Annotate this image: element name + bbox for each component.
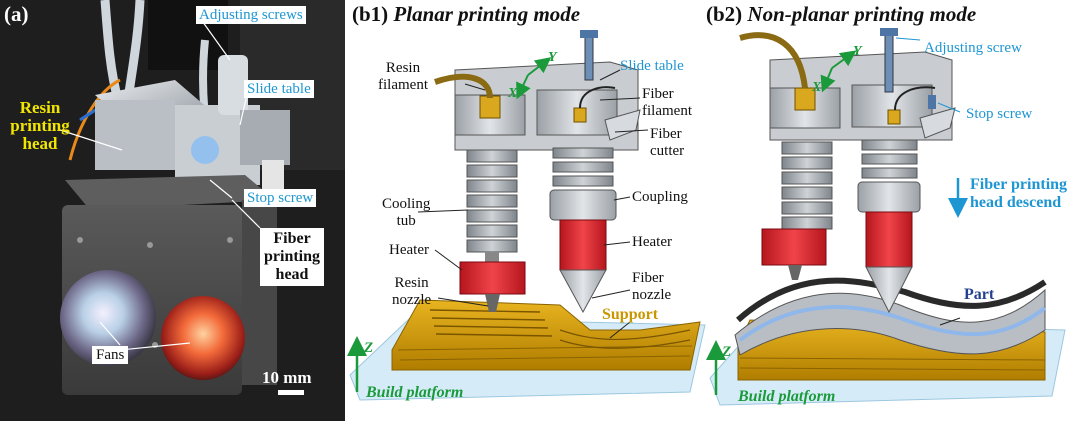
label-axis-z-b2: Z bbox=[722, 344, 732, 360]
photo-panel-a: (a) Adjusting screws Slide table Stop sc… bbox=[0, 0, 345, 421]
label-descend: Fiber printing head descend bbox=[970, 176, 1068, 211]
label-coupling: Coupling bbox=[632, 189, 688, 205]
label-resin-printing-head: Resin printing head bbox=[10, 98, 70, 153]
label-cooling-tub: Cooling tub bbox=[382, 196, 431, 229]
label-slide-table-a: Slide table bbox=[244, 80, 314, 98]
label-stop-screw-b2: Stop screw bbox=[966, 106, 1033, 122]
label-scale: 10 mm bbox=[262, 368, 312, 387]
fan-left-graphic bbox=[60, 270, 156, 366]
label-axis-x-b2: X bbox=[812, 80, 822, 95]
b2-support-block bbox=[737, 319, 1046, 381]
label-axis-x-b1: X bbox=[508, 86, 518, 101]
label-fiber-printing-head: Fiber printing head bbox=[260, 228, 325, 286]
label-slide-table-b1: Slide table bbox=[620, 58, 684, 74]
label-fiber-filament: Fiber filament bbox=[642, 86, 692, 119]
label-fans: Fans bbox=[92, 346, 129, 364]
label-build-platform-b2: Build platform bbox=[738, 388, 836, 405]
label-resin-nozzle: Resin nozzle bbox=[392, 275, 432, 308]
label-axis-y-b1: Y bbox=[548, 50, 557, 65]
label-support: Support bbox=[602, 306, 659, 323]
label-adjusting-screw: Adjusting screw bbox=[924, 40, 1022, 56]
panel-b1-title: (b1) Planar printing mode bbox=[352, 2, 581, 26]
label-axis-y-b2: Y bbox=[853, 44, 862, 59]
panel-b2-title: (b2) Non-planar printing mode bbox=[706, 2, 977, 26]
label-part: Part bbox=[964, 286, 995, 303]
b2-head-assembly bbox=[706, 28, 968, 395]
label-build-platform-b1: Build platform bbox=[366, 384, 464, 401]
label-resin-filament: Resin filament bbox=[378, 60, 428, 93]
label-adjusting-screws: Adjusting screws bbox=[196, 6, 306, 24]
scale-bar bbox=[278, 390, 304, 395]
label-axis-z-b1: Z bbox=[364, 340, 374, 356]
label-heater-right: Heater bbox=[632, 234, 672, 250]
label-heater-left: Heater bbox=[389, 242, 429, 258]
label-stop-screw-a: Stop screw bbox=[244, 189, 317, 207]
label-fiber-cutter: Fiber cutter bbox=[650, 126, 685, 159]
fan-right-graphic bbox=[161, 296, 245, 380]
b2-part bbox=[734, 277, 1047, 356]
photo-illustration bbox=[0, 0, 345, 421]
label-fiber-nozzle: Fiber nozzle bbox=[632, 270, 672, 303]
panel-a-tag: (a) bbox=[4, 2, 29, 26]
